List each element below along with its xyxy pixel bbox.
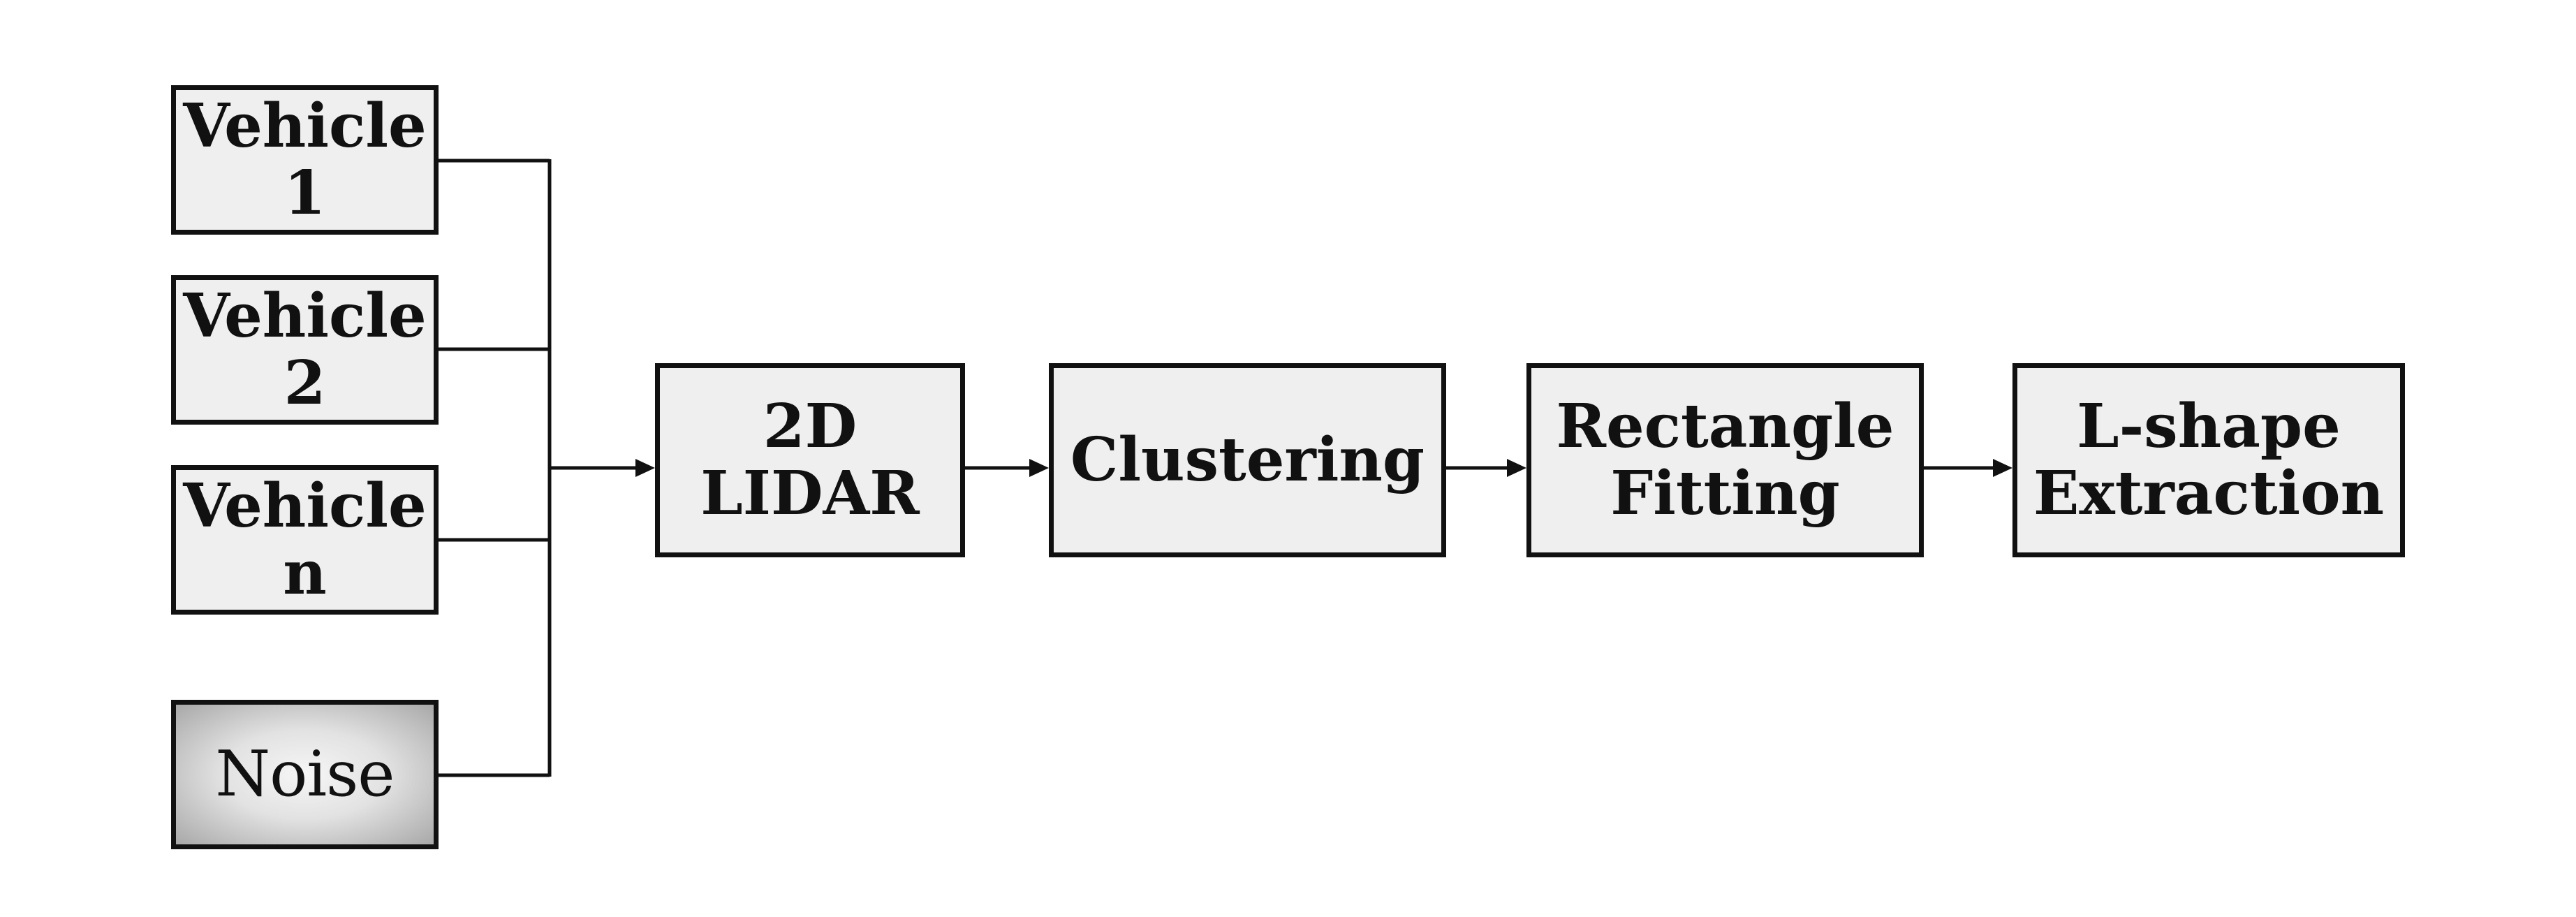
vehicle-1-box: Vehicle 1 — [171, 85, 439, 235]
arrowhead-rectangle — [1507, 459, 1526, 477]
arrowhead-clustering — [1029, 459, 1049, 477]
lidar-label: 2D LIDAR — [700, 391, 920, 529]
lidar-box: 2D LIDAR — [655, 363, 965, 557]
vehicle-n-box: Vehicle n — [171, 465, 439, 615]
clustering-label: Clustering — [1070, 425, 1425, 495]
arrowhead-lidar — [635, 459, 655, 477]
vehicle-2-label: Vehicle 2 — [183, 281, 427, 418]
clustering-box: Clustering — [1049, 363, 1446, 557]
rectangle-fitting-box: Rectangle Fitting — [1526, 363, 1924, 557]
vehicle-2-box: Vehicle 2 — [171, 275, 439, 425]
l-shape-extraction-box: L-shape Extraction — [2012, 363, 2405, 557]
noise-box: Noise — [171, 700, 439, 849]
vehicle-1-label: Vehicle 1 — [183, 91, 427, 228]
arrowhead-lshape — [1993, 459, 2012, 477]
l-shape-extraction-label: L-shape Extraction — [2033, 391, 2385, 529]
vehicle-n-label: Vehicle n — [183, 471, 427, 608]
noise-label: Noise — [215, 738, 395, 811]
rectangle-fitting-label: Rectangle Fitting — [1556, 391, 1894, 529]
